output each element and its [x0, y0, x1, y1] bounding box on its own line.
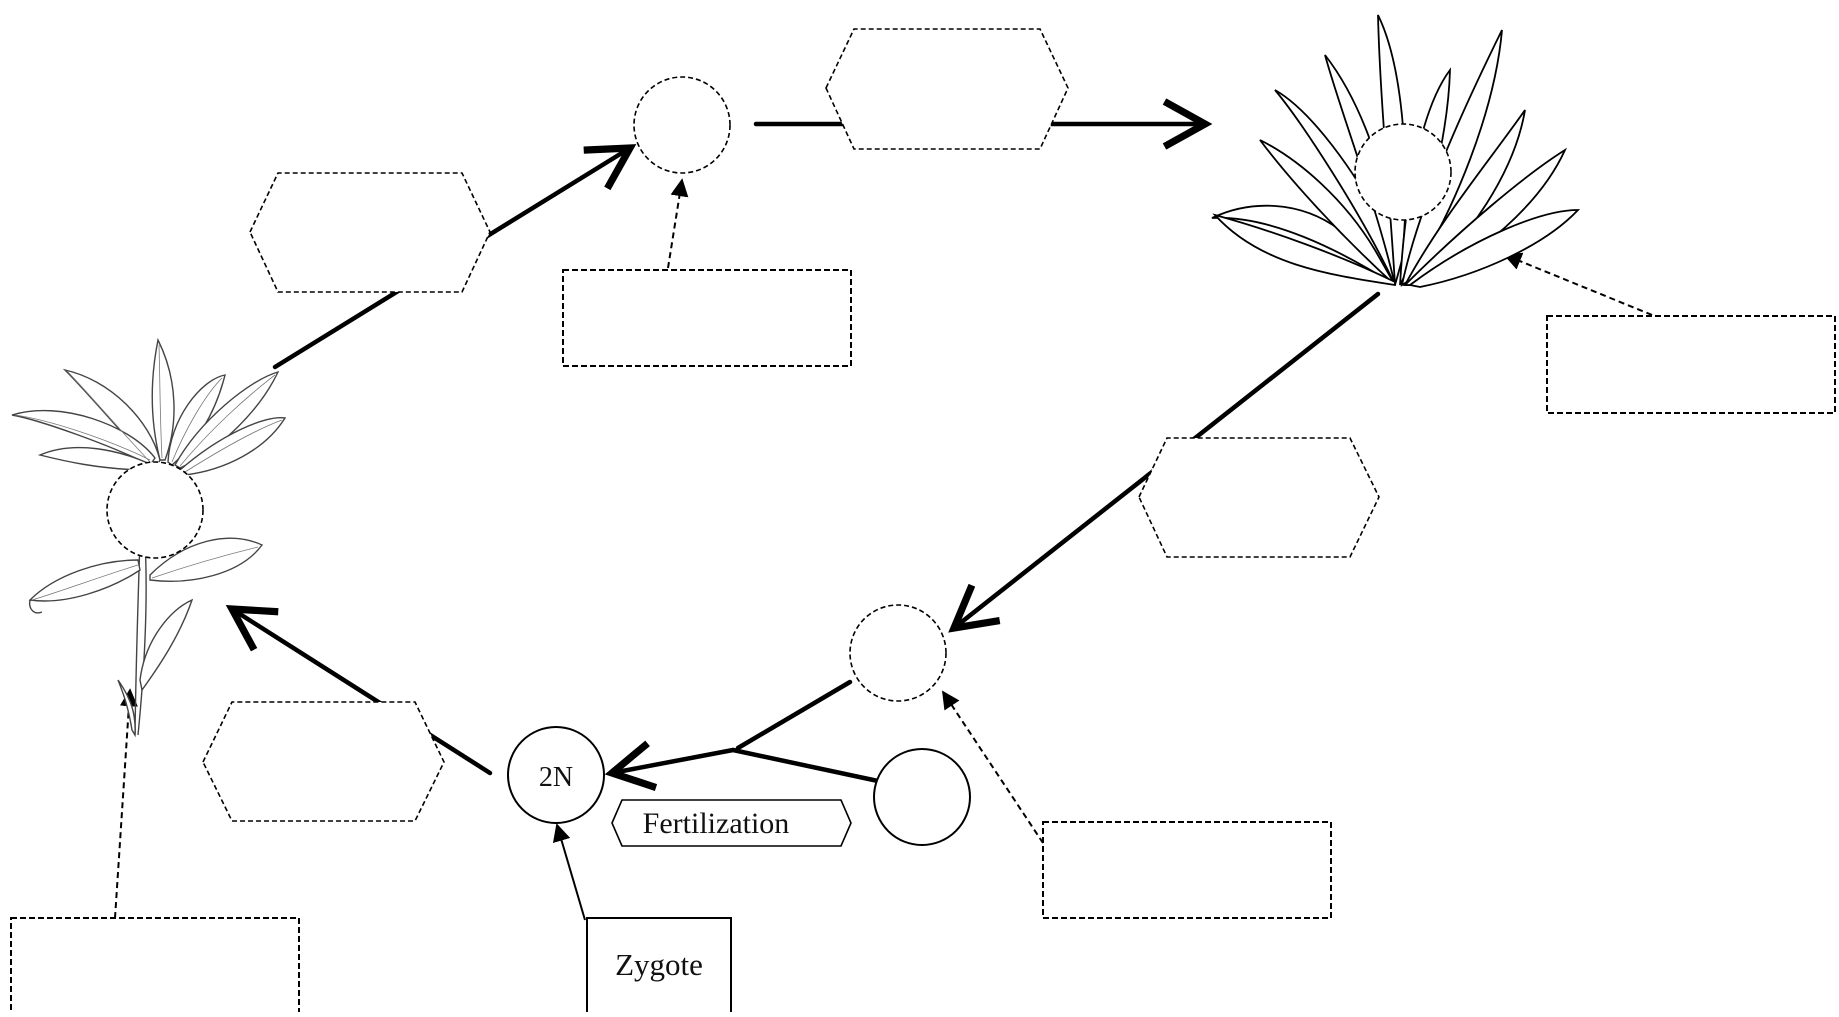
box-label-bottom-left [10, 917, 300, 1017]
box-label-top-center [562, 269, 852, 367]
fertilization-tag: Fertilization [611, 799, 852, 847]
circle-label-gametophyte [1354, 123, 1452, 221]
pointer-box-to-flower [1503, 252, 1653, 316]
hexagon-label-right [1138, 437, 1380, 558]
hexagon-labels [202, 28, 1380, 822]
hexagon-label-top-left [249, 172, 491, 293]
arrow-zygote-to-sporophyte [225, 605, 493, 776]
sporophyte-leaf-veins [14, 344, 283, 601]
fertilization-label: Fertilization [643, 807, 790, 840]
pointer-box-to-top-circle [667, 178, 689, 269]
hexagon-label-bottom-left [202, 701, 445, 822]
zygote-circle: 2N [507, 726, 605, 824]
pointer-box-to-sporophyte [114, 688, 138, 919]
pointer-box-to-gamete-circle [942, 690, 1044, 844]
circle-label-second-gamete [873, 748, 971, 846]
arrow-merge-to-zygote [604, 740, 736, 791]
zygote-ploidy-label: 2N [539, 762, 573, 793]
box-label-right [1546, 315, 1836, 414]
hexagon-label-top-center [825, 28, 1069, 150]
arrow-gamete-to-zygote [735, 679, 853, 751]
circle-label-sporophyte [106, 461, 204, 559]
circle-label-top [633, 76, 731, 174]
arrow-second-gamete-to-zygote [730, 747, 881, 784]
pointer-arrows [114, 178, 1653, 919]
zygote-label: Zygote [615, 947, 703, 982]
box-label-bottom-right [1042, 821, 1332, 919]
pointer-zygote-box-to-zygote [552, 823, 586, 921]
circle-label-gamete [849, 604, 947, 702]
rectangle-labels [10, 269, 1836, 1017]
zygote-box: Zygote [586, 917, 732, 1017]
